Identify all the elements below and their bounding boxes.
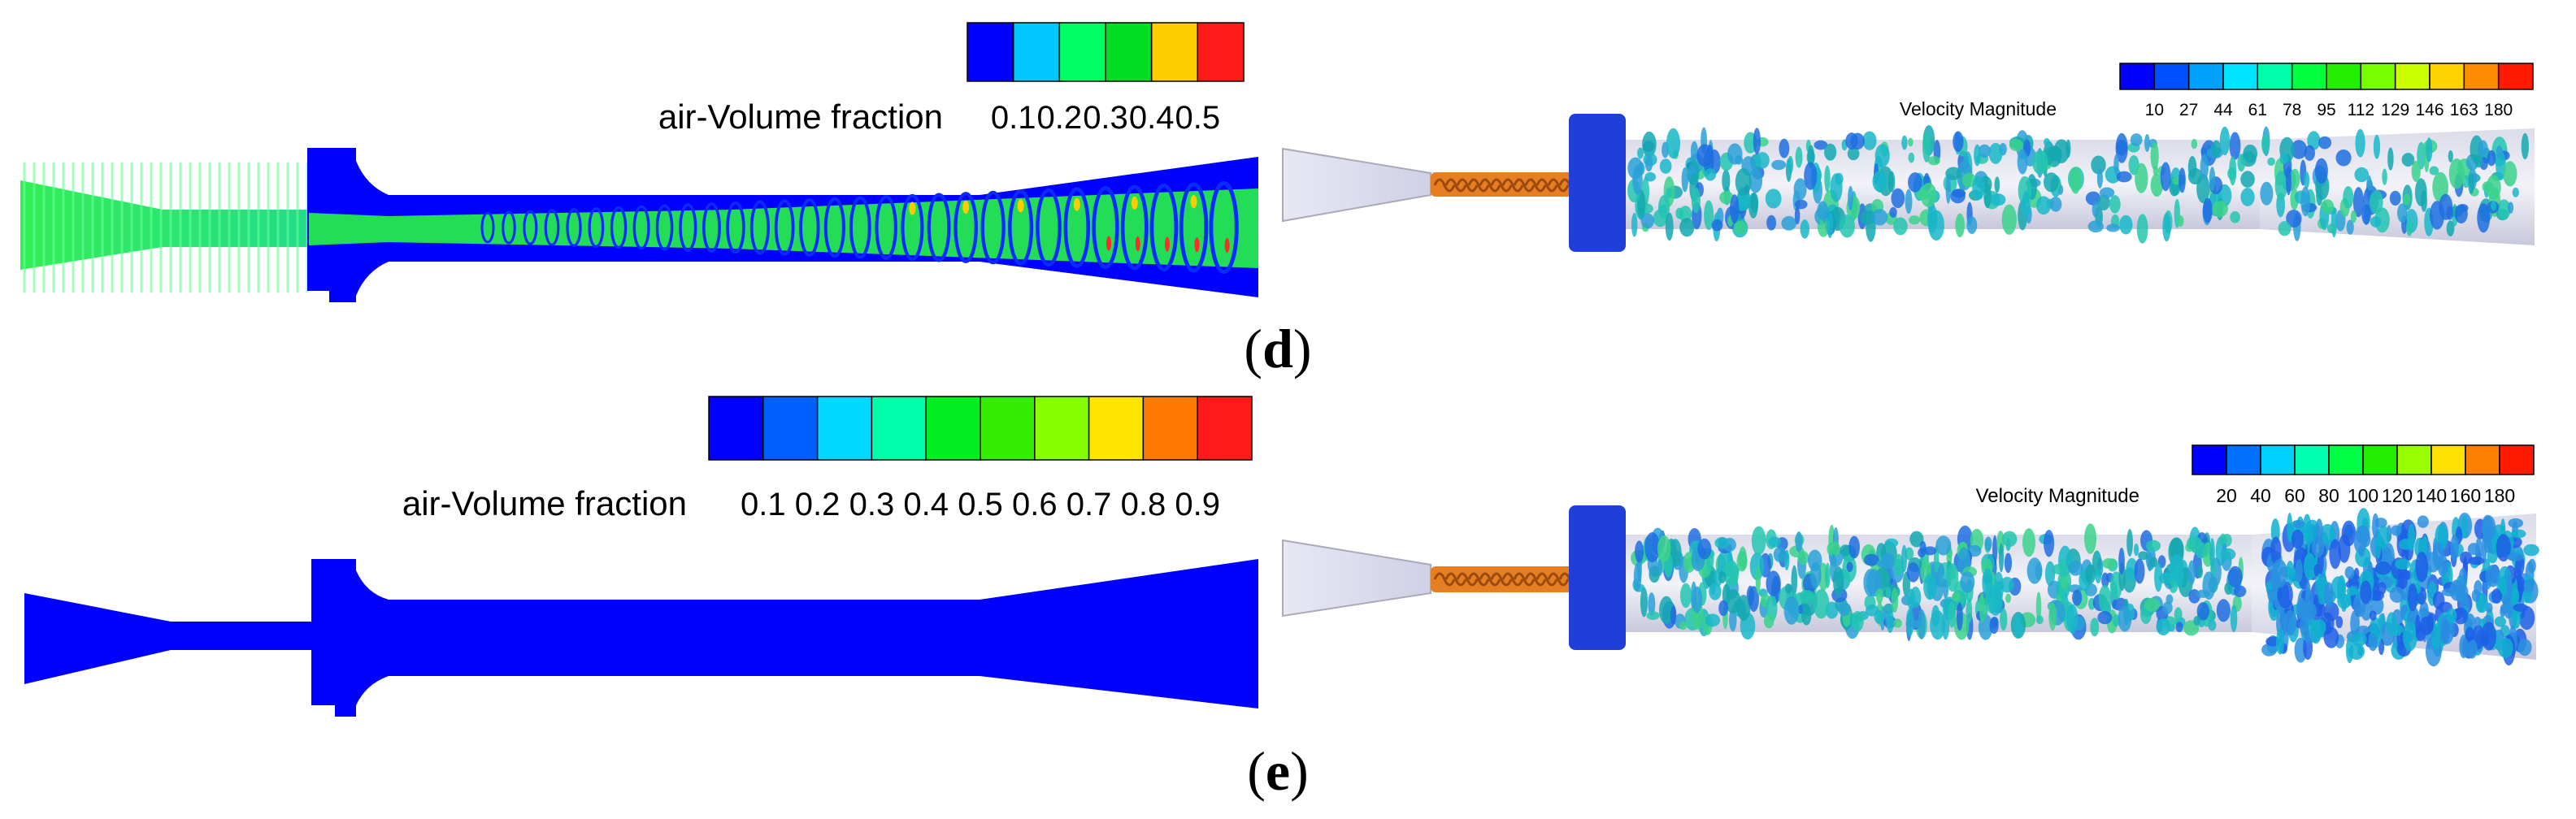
velocity-legend-d-color-box bbox=[2429, 63, 2465, 90]
velocity-legend-e-tick-label: 140 bbox=[2416, 485, 2447, 506]
nozzle-contour-e bbox=[24, 559, 1258, 717]
velocity-legend-d-tick-label: 27 bbox=[2179, 101, 2198, 119]
nozzle-contour-d bbox=[20, 148, 1258, 302]
velocity-legend-title-d: Velocity Magnitude bbox=[1900, 98, 2057, 119]
velocity-legend-d-color-box bbox=[2119, 63, 2156, 90]
velocity-legend-e-color-box bbox=[2294, 444, 2330, 475]
velocity-legend-d-tick-label: 10 bbox=[2145, 101, 2164, 119]
volume-fraction-legend-d-color-box bbox=[1105, 22, 1153, 82]
velocity-legend-e-color-box bbox=[2499, 444, 2535, 475]
velocity-legend-d-color-box bbox=[2326, 63, 2362, 90]
velocity-legend-d-tick-label: 146 bbox=[2415, 101, 2444, 119]
velocity-legend-e-color-box bbox=[2226, 444, 2261, 475]
velocity-legend-d-tick-label: 129 bbox=[2381, 101, 2409, 119]
velocity-legend-e-tick-label: 80 bbox=[2318, 485, 2339, 506]
volume-fraction-legend-e-tick-label: 0.9 bbox=[1175, 487, 1220, 522]
volume-fraction-legend-title-d: air-Volume fraction bbox=[658, 98, 943, 136]
volume-fraction-legend-e-tick-label: 0.7 bbox=[1066, 487, 1112, 522]
volume-fraction-legend-e-tick-label: 0.8 bbox=[1121, 487, 1166, 522]
velocity-legend-d bbox=[2119, 63, 2534, 90]
volume-fraction-legend-title-e: air-Volume fraction bbox=[402, 484, 687, 522]
velocity-legend-e bbox=[2192, 444, 2535, 475]
panel-d-velocity-iso-surface-plot: Velocity Magnitude 10 27 44 61 78 95 112 129 146… bbox=[1282, 63, 2535, 252]
velocity-legend-e-tick-label: 20 bbox=[2216, 485, 2237, 506]
velocity-legend-e-tick-label: 40 bbox=[2250, 485, 2271, 506]
volume-fraction-legend-d bbox=[967, 22, 1245, 82]
volume-fraction-legend-d-color-box bbox=[1197, 22, 1245, 82]
velocity-legend-d-tick-label: 163 bbox=[2450, 101, 2478, 119]
volume-fraction-legend-d-color-box bbox=[967, 22, 1014, 82]
volume-fraction-legend-e-color-box bbox=[871, 396, 927, 461]
panel-label-e: (e) bbox=[1247, 740, 1309, 802]
velocity-legend-d-tick-label: 180 bbox=[2484, 101, 2513, 119]
velocity-legend-d-color-box bbox=[2497, 63, 2534, 90]
velocity-legend-d-color-box bbox=[2222, 63, 2259, 90]
volume-fraction-legend-d-tick-label: 0.3 bbox=[1083, 100, 1128, 136]
velocity-legend-d-color-box bbox=[2360, 63, 2396, 90]
volume-fraction-legend-e-color-box bbox=[816, 396, 873, 461]
volume-fraction-legend-d-color-box bbox=[1012, 22, 1061, 82]
velocity-legend-d-tick-label: 112 bbox=[2348, 101, 2374, 119]
velocity-legend-e-tick-label: 120 bbox=[2382, 485, 2413, 506]
volume-fraction-legend-d-tick-label: 0.4 bbox=[1129, 100, 1175, 136]
velocity-legend-e-tick-label: 100 bbox=[2348, 485, 2378, 506]
volume-fraction-legend-e-tick-label: 0.6 bbox=[1012, 487, 1058, 522]
volume-fraction-legend-d-tick-label: 0.5 bbox=[1175, 100, 1221, 136]
volume-fraction-legend-e-tick-label: 0.5 bbox=[958, 487, 1003, 522]
velocity-legend-d-tick-label: 61 bbox=[2248, 101, 2267, 119]
velocity-legend-e-tick-label: 160 bbox=[2450, 485, 2481, 506]
volume-fraction-legend-e-color-box bbox=[980, 396, 1036, 461]
velocity-legend-ticks-d: 10 27 44 61 78 95 112 129 146 163 180 bbox=[2145, 101, 2513, 119]
velocity-legend-d-color-box bbox=[2153, 63, 2190, 90]
volume-fraction-legend-e-tick-label: 0.1 bbox=[741, 487, 786, 522]
nozzle-3d-d bbox=[1282, 114, 2535, 252]
velocity-legend-d-tick-label: 44 bbox=[2213, 101, 2233, 119]
volume-fraction-legend-e-color-box bbox=[1142, 396, 1198, 461]
volume-fraction-legend-e-color-box bbox=[1197, 396, 1253, 461]
velocity-legend-d-color-box bbox=[2394, 63, 2430, 90]
volume-fraction-legend-e-color-box bbox=[925, 396, 981, 461]
velocity-legend-e-color-box bbox=[2465, 444, 2500, 475]
velocity-legend-e-color-box bbox=[2328, 444, 2364, 475]
velocity-legend-d-color-box bbox=[2187, 63, 2224, 90]
volume-fraction-legend-d-tick-label: 0.2 bbox=[1037, 100, 1083, 136]
volume-fraction-legend-d-color-box bbox=[1058, 22, 1106, 82]
volume-fraction-legend-e-tick-label: 0.4 bbox=[903, 487, 949, 522]
volume-fraction-legend-d-tick-label: 0.1 bbox=[991, 100, 1036, 136]
velocity-legend-e-color-box bbox=[2260, 444, 2296, 475]
volume-fraction-legend-e-color-box bbox=[1034, 396, 1090, 461]
volume-fraction-legend-e-color-box bbox=[1088, 396, 1145, 461]
volume-fraction-legend-e bbox=[708, 396, 1253, 461]
nozzle-3d-e bbox=[1282, 505, 2539, 667]
volume-fraction-legend-e-tick-label: 0.2 bbox=[795, 487, 841, 522]
velocity-legend-e-tick-label: 180 bbox=[2484, 485, 2515, 506]
velocity-legend-title-e: Velocity Magnitude bbox=[1976, 485, 2139, 507]
volume-fraction-legend-e-color-box bbox=[762, 396, 819, 461]
velocity-legend-d-tick-label: 78 bbox=[2283, 101, 2301, 119]
panel-label-d: (d) bbox=[1244, 318, 1311, 379]
velocity-legend-e-color-box bbox=[2430, 444, 2466, 475]
velocity-legend-e-color-box bbox=[2362, 444, 2398, 475]
volume-fraction-legend-d-color-box bbox=[1150, 22, 1199, 82]
velocity-legend-e-color-box bbox=[2192, 444, 2227, 475]
velocity-legend-d-tick-label: 95 bbox=[2317, 101, 2335, 119]
volume-fraction-legend-e-tick-label: 0.3 bbox=[849, 487, 895, 522]
velocity-legend-d-color-box bbox=[2463, 63, 2500, 90]
velocity-legend-e-tick-label: 60 bbox=[2284, 485, 2305, 506]
velocity-legend-d-color-box bbox=[2291, 63, 2327, 90]
volume-fraction-legend-e-color-box bbox=[708, 396, 764, 461]
velocity-legend-d-color-box bbox=[2257, 63, 2293, 90]
velocity-legend-e-color-box bbox=[2396, 444, 2432, 475]
